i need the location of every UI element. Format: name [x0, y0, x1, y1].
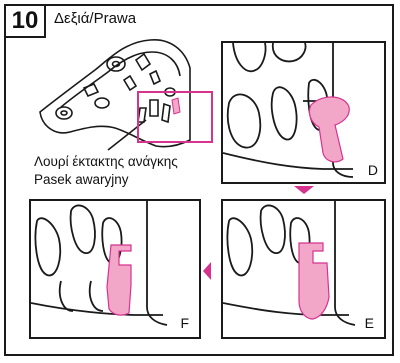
- panel-e-letter: E: [365, 315, 374, 331]
- strap-e: [299, 243, 329, 319]
- panel-e: E: [221, 199, 386, 339]
- panel-e-drawing: [223, 201, 386, 339]
